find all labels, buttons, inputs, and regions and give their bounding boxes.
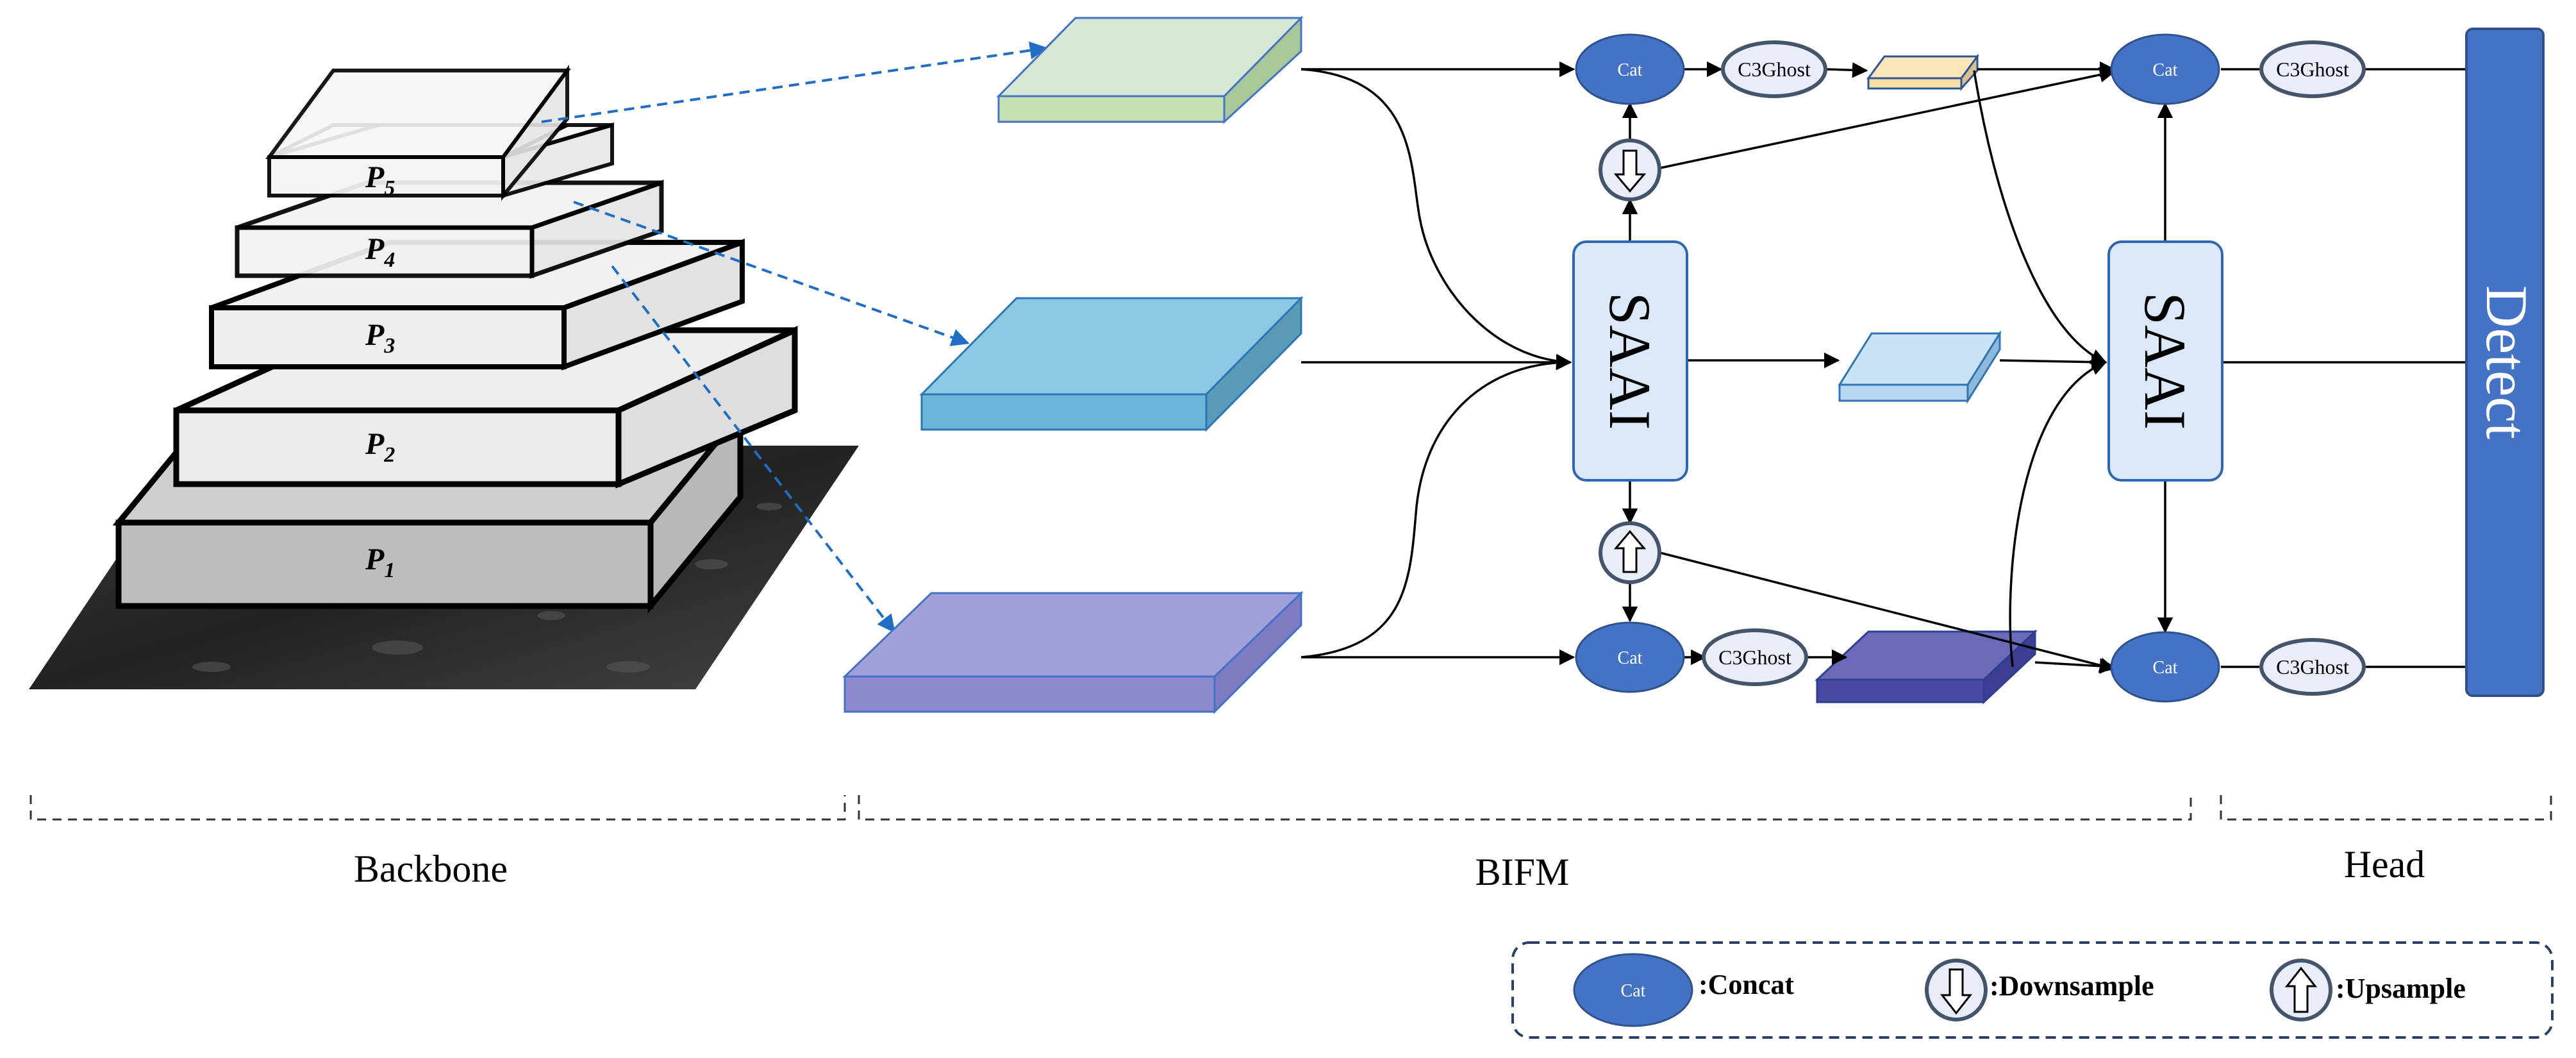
upsample-node [1599, 521, 1661, 584]
edge-down-cat2 [1659, 67, 2116, 169]
legend-downsample: :Downsample [1925, 959, 2154, 1021]
saai-block-2: SAAI [2107, 240, 2223, 482]
small-feature-top [1866, 53, 1979, 91]
legend-upsample-label: :Upsample [2336, 973, 2466, 1004]
flow-connections [1300, 61, 2466, 674]
dashed-arrow-p4 [573, 201, 970, 346]
legend-down-arrow-icon [1940, 968, 1973, 1015]
bracket-backbone [29, 795, 846, 821]
downsample-node [1599, 139, 1661, 201]
c3ghost-node-2: C3Ghost [2259, 40, 2366, 98]
cat-node-1: Cat [1575, 33, 1685, 105]
edge-small-mid-saai2 [1999, 354, 2107, 370]
section-label-head: Head [2344, 843, 2425, 886]
edge-top-feature-saai1 [1300, 68, 1572, 370]
legend-upsample: :Upsample [2270, 959, 2466, 1021]
feature-map-top [996, 15, 1304, 124]
c3ghost-node-1: C3Ghost [1721, 40, 1827, 98]
backbone-label-p2: P2 [365, 427, 395, 467]
legend: Cat :Concat :Downsample :Upsample [1511, 941, 2554, 1039]
dashed-arrow-p3 [611, 265, 895, 634]
c3ghost-node-4: C3Ghost [2259, 638, 2366, 696]
backbone-label-p5: P5 [365, 160, 395, 200]
c3ghost-node-4-label: C3Ghost [2276, 655, 2349, 678]
saai-block-1-label: SAAI [1597, 292, 1663, 430]
cat-node-1-label: Cat [1618, 60, 1643, 80]
backbone-level-p5 [265, 64, 614, 201]
backbone-label-p3: P3 [365, 318, 395, 358]
bracket-bifm [858, 795, 2192, 821]
section-brackets [29, 795, 2552, 821]
edge-up-cat4 [1659, 551, 2116, 673]
backbone-pyramid: P5 P4 P3 P2 P1 [29, 64, 859, 689]
feature-map-bottom [842, 591, 1304, 714]
small-feature-middle [1838, 330, 2002, 405]
detect-block: Detect [2465, 28, 2545, 697]
detect-label: Detect [2474, 285, 2539, 440]
down-arrow-icon [1613, 149, 1647, 193]
section-label-bifm: BIFM [1475, 851, 1570, 893]
backbone-to-feature-arrows [541, 41, 1048, 634]
bracket-head [2220, 795, 2552, 821]
legend-downsample-label: :Downsample [1990, 970, 2154, 1002]
legend-cat-symbol: Cat [1621, 981, 1646, 1001]
dashed-arrow-p5 [541, 41, 1048, 123]
c3ghost-node-2-label: C3Ghost [2276, 58, 2349, 81]
edge-small-bottom-saai2 [2009, 360, 2107, 668]
edge-bottom-feature-saai1 [1300, 354, 1572, 659]
up-arrow-icon [1613, 530, 1647, 573]
legend-concat: Cat :Concat [1573, 953, 1794, 1027]
cat-node-3-label: Cat [1618, 648, 1643, 668]
cat-node-4: Cat [2110, 631, 2220, 703]
feature-map-middle [919, 296, 1304, 432]
saai-block-1: SAAI [1572, 240, 1688, 482]
backbone-label-p1: P1 [365, 542, 395, 582]
c3ghost-node-1-label: C3Ghost [1738, 58, 1811, 81]
edge-c3ghost1-small-top [1826, 62, 1868, 78]
edge-small-top-saai2 [1973, 70, 2107, 364]
c3ghost-node-3-label: C3Ghost [1718, 646, 1791, 669]
cat-node-3: Cat [1575, 621, 1685, 693]
small-feature-bottom [1815, 629, 2038, 705]
saai-block-2-label: SAAI [2132, 292, 2198, 430]
legend-concat-label: :Concat [1699, 969, 1794, 1000]
c3ghost-node-3: C3Ghost [1702, 628, 1808, 686]
cat-node-2-label: Cat [2153, 60, 2178, 80]
section-label-backbone: Backbone [354, 848, 508, 890]
cat-node-2: Cat [2110, 33, 2220, 105]
legend-up-arrow-icon [2284, 966, 2318, 1013]
backbone-label-p4: P4 [365, 232, 395, 272]
cat-node-4-label: Cat [2153, 658, 2178, 678]
